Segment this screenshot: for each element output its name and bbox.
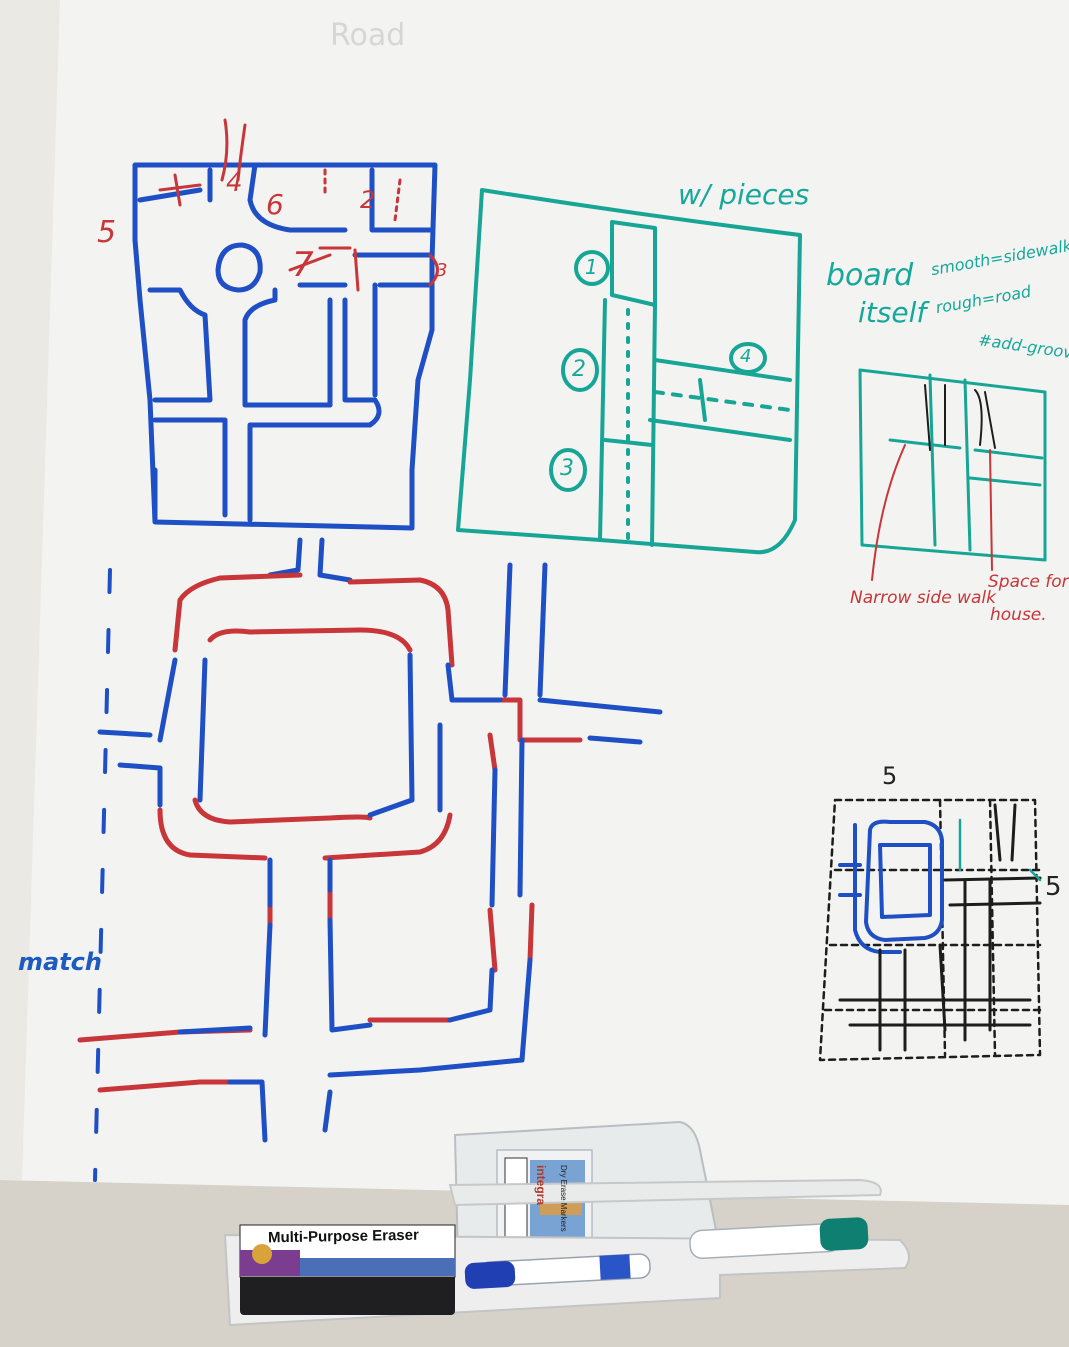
house-note-line2: house. [990,605,1047,625]
map-number-5: 5 [97,215,117,250]
map-number-3: 3 [436,260,448,281]
map-number-2: 2 [360,186,376,214]
small-grid-sketch [818,798,1042,1062]
map-number-4: 4 [226,168,243,198]
package-text: Dry Erase Markers [559,1165,568,1232]
small-grid-top-number: 5 [882,762,898,790]
pieces-label: w/ pieces [678,178,810,211]
blue-marker-cap [464,1261,516,1289]
pieces-sketch [456,188,802,555]
map-number-7: 7 [292,245,314,285]
whiteboard-frame-left [0,0,60,1180]
board-label-line1: board [826,258,914,293]
marker-tray [223,1120,910,1327]
house-note-line1: Space for [988,572,1069,592]
map-number-6: 6 [266,188,284,221]
piece-number-2: 2 [572,357,586,382]
tray-back-lip [448,1178,882,1207]
piece-number-1: 1 [585,255,598,279]
top-left-map [132,118,439,583]
small-grid-side-number: 5 [1045,872,1062,902]
board-label-line2: itself [858,296,927,329]
match-label: match [18,948,102,976]
piece-number-4: 4 [740,346,752,367]
eraser-title: Multi-Purpose Eraser [267,1226,420,1247]
header-smudge: Road [330,18,406,53]
large-road-map [77,562,663,1182]
piece-number-3: 3 [560,456,574,481]
board-detail-sketch [858,368,1047,581]
package-brand: integra [534,1165,548,1206]
narrow-sidewalk-note: Narrow side walk [850,588,996,608]
marker-label: dry erase [531,1258,579,1274]
teal-marker-cap [819,1217,869,1251]
